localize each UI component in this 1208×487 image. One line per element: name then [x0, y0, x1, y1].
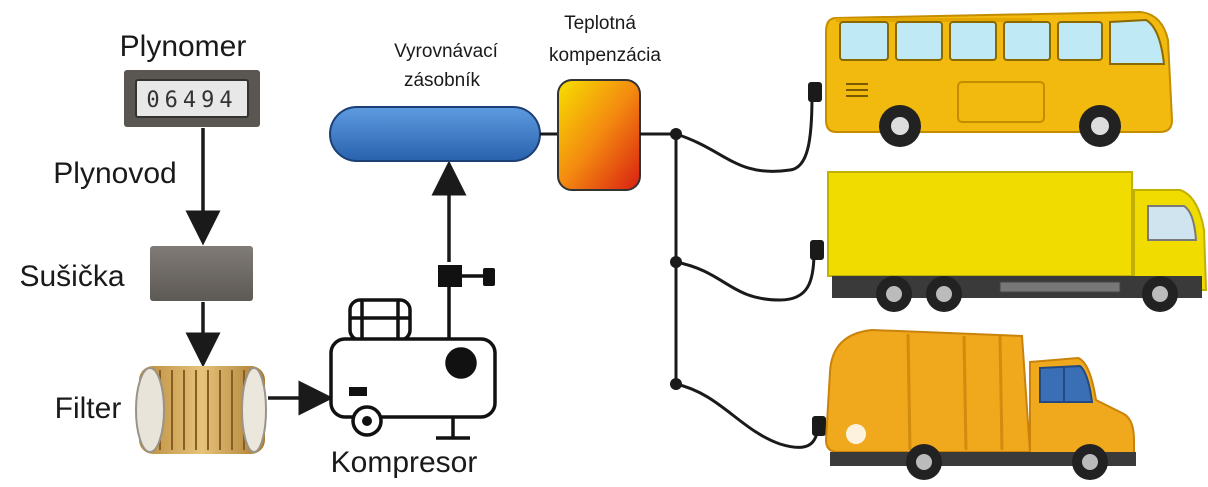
nozzle-garbage-truck: [812, 416, 826, 436]
junction-1: [670, 128, 682, 140]
junction-2: [670, 256, 682, 268]
nozzle-bus: [808, 82, 822, 102]
filter-cartridge: [135, 366, 267, 454]
garbage-truck-icon: [824, 328, 1136, 480]
gas-meter: 06494: [124, 70, 260, 127]
compressor: [329, 265, 497, 440]
nozzle-box-truck: [810, 240, 824, 260]
buffer-tank-label-line1: Vyrovnávací: [394, 41, 499, 62]
compressor-label: Kompresor: [331, 446, 478, 479]
dryer: [150, 246, 253, 301]
distribution-pipes: [640, 95, 820, 449]
temperature-compensation-unit: [557, 79, 641, 191]
junction-3: [670, 378, 682, 390]
buffer-tank-label-line2: zásobník: [404, 70, 481, 91]
gas-meter-label: Plynomer: [120, 30, 247, 63]
meter-reading: 06494: [146, 88, 237, 113]
gas-pipe-label: Plynovod: [53, 157, 176, 190]
buffer-tank: [329, 106, 541, 162]
filter-label: Filter: [55, 392, 122, 425]
temp-comp-label-line2: kompenzácia: [549, 45, 661, 66]
temp-comp-label-line1: Teplotná: [564, 13, 636, 34]
dryer-label: Sušička: [19, 260, 124, 293]
box-truck-icon: [827, 171, 1208, 312]
bus-icon: [825, 10, 1174, 147]
